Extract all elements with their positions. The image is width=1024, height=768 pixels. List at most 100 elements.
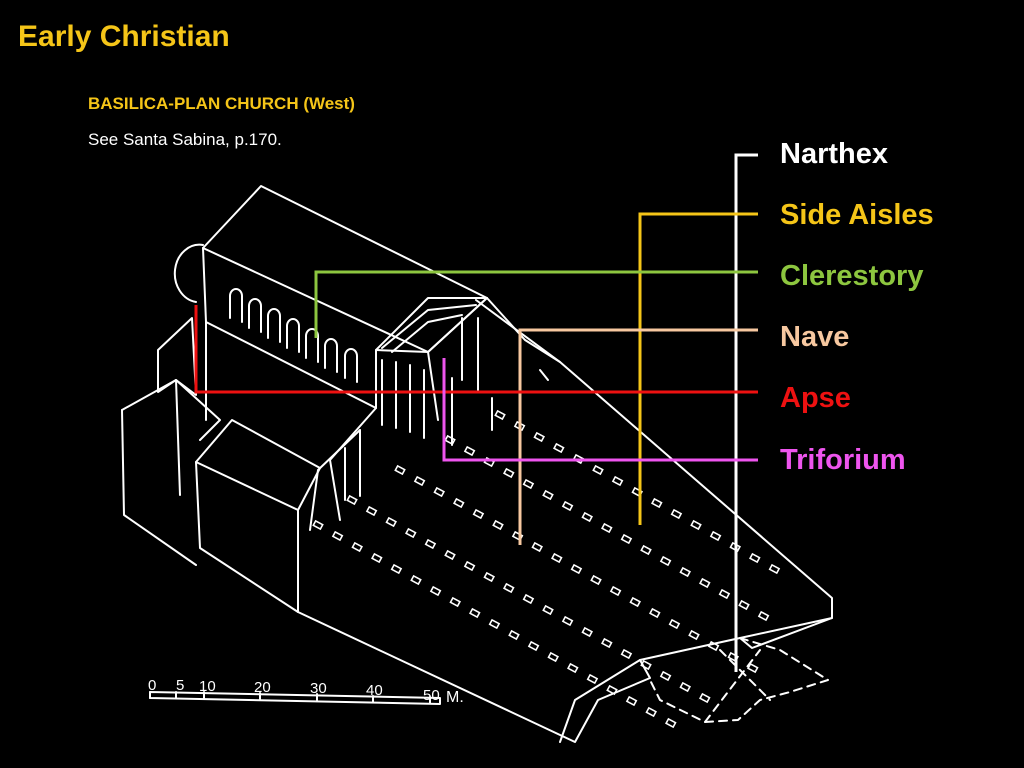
leader-line-side-aisles [638, 212, 758, 525]
pillar-mark [531, 541, 543, 553]
pillar-mark [472, 508, 485, 520]
pillar-mark [699, 692, 711, 704]
pillar-mark [609, 585, 622, 597]
pillar-mark [620, 533, 633, 545]
pillar-mark [679, 566, 691, 578]
pillar-mark [351, 541, 363, 553]
pillar-mark [533, 431, 545, 443]
leader-line-narthex [734, 153, 758, 672]
leader-line-clerestory [314, 270, 758, 338]
pillar-mark [390, 563, 403, 575]
scale-tick-label: 40 [366, 682, 383, 699]
pillar-mark [463, 445, 476, 457]
pillar-mark [640, 544, 652, 556]
pillar-mark [469, 607, 481, 619]
pillar-mark [444, 434, 456, 446]
pillar-mark [768, 563, 781, 575]
scale-tick-label: 0 [148, 677, 156, 694]
leader-line-apse [194, 305, 758, 394]
pillar-mark [444, 549, 456, 561]
pillar-mark [738, 599, 750, 611]
pillar-mark [488, 618, 501, 630]
pillar-mark [581, 626, 593, 638]
pillar-mark [331, 530, 344, 542]
pillar-mark [551, 552, 563, 564]
pillar-mark [709, 530, 722, 542]
pillar-mark [611, 475, 624, 487]
pillar-mark [651, 497, 663, 509]
pillar-mark [586, 673, 599, 685]
scale-bar: 0 5 10 20 30 40 50 M. [148, 677, 464, 706]
clerestory-window [286, 318, 300, 353]
pillar-mark [547, 651, 559, 663]
pillar-mark [649, 607, 661, 619]
pillar-mark [567, 662, 579, 674]
nave-pillar-marks [312, 409, 781, 729]
scale-tick-label: 30 [310, 680, 327, 697]
label-leader-lines [194, 153, 758, 672]
side-chapel [195, 419, 321, 511]
floor-plan-outline [297, 299, 833, 743]
pillar-mark [668, 618, 681, 630]
scale-tick-label: 5 [176, 677, 184, 694]
scale-tick-label: 10 [199, 678, 216, 695]
pillar-mark [670, 508, 683, 520]
pillar-mark [629, 596, 641, 608]
pillar-mark [503, 582, 515, 594]
basilica-drawing [121, 185, 833, 743]
label-narthex: Narthex [780, 138, 888, 170]
pillar-mark [553, 442, 565, 454]
scale-tick-label: 20 [254, 679, 271, 696]
pillar-mark [747, 662, 759, 674]
pillar-mark [492, 519, 504, 531]
scale-bar-line [149, 691, 441, 705]
pillar-mark [570, 563, 583, 575]
pillar-mark [371, 552, 383, 564]
slide-title: Early Christian [18, 20, 230, 53]
pillar-mark [601, 637, 613, 649]
pillar-mark [645, 706, 657, 718]
pillar-mark [542, 489, 554, 501]
pillar-mark [606, 684, 618, 696]
pillar-mark [463, 560, 476, 572]
pillar-mark [749, 552, 761, 564]
label-triforium: Triforium [780, 444, 906, 476]
west-block [157, 317, 197, 396]
pillar-mark [688, 629, 700, 641]
label-side-aisles: Side Aisles [780, 199, 934, 231]
pillar-mark [640, 659, 652, 671]
pillar-mark [424, 538, 437, 550]
pillar-mark [690, 519, 702, 531]
clerestory-window [267, 308, 281, 343]
pillar-mark [449, 596, 461, 608]
label-nave: Nave [780, 321, 850, 353]
clerestory-window [344, 348, 358, 383]
clerestory-window [229, 288, 243, 323]
pillar-mark [679, 681, 691, 693]
pillar-mark [346, 494, 358, 506]
pillar-mark [699, 577, 711, 589]
pillar-mark [312, 519, 324, 531]
pillar-mark [592, 464, 604, 476]
scale-tick-label: 50 [423, 687, 440, 704]
pillar-mark [590, 574, 602, 586]
pillar-mark [494, 409, 506, 421]
label-clerestory: Clerestory [780, 260, 924, 292]
pillar-mark [522, 478, 535, 490]
leader-line-triforium [442, 358, 758, 462]
pillar-mark [542, 604, 554, 616]
pillar-mark [659, 555, 672, 567]
pillar-mark [503, 467, 515, 479]
pillar-mark [453, 497, 465, 509]
pillar-mark [429, 585, 442, 597]
pillar-mark [522, 593, 535, 605]
textbook-reference: See Santa Sabina, p.170. [88, 130, 282, 149]
pillar-mark [625, 695, 638, 707]
pillar-mark [410, 574, 422, 586]
pillar-mark [707, 640, 720, 652]
leader-line-nave [518, 328, 758, 545]
clerestory-window [305, 328, 319, 363]
pillar-mark [483, 571, 495, 583]
pillar-mark [527, 640, 540, 652]
